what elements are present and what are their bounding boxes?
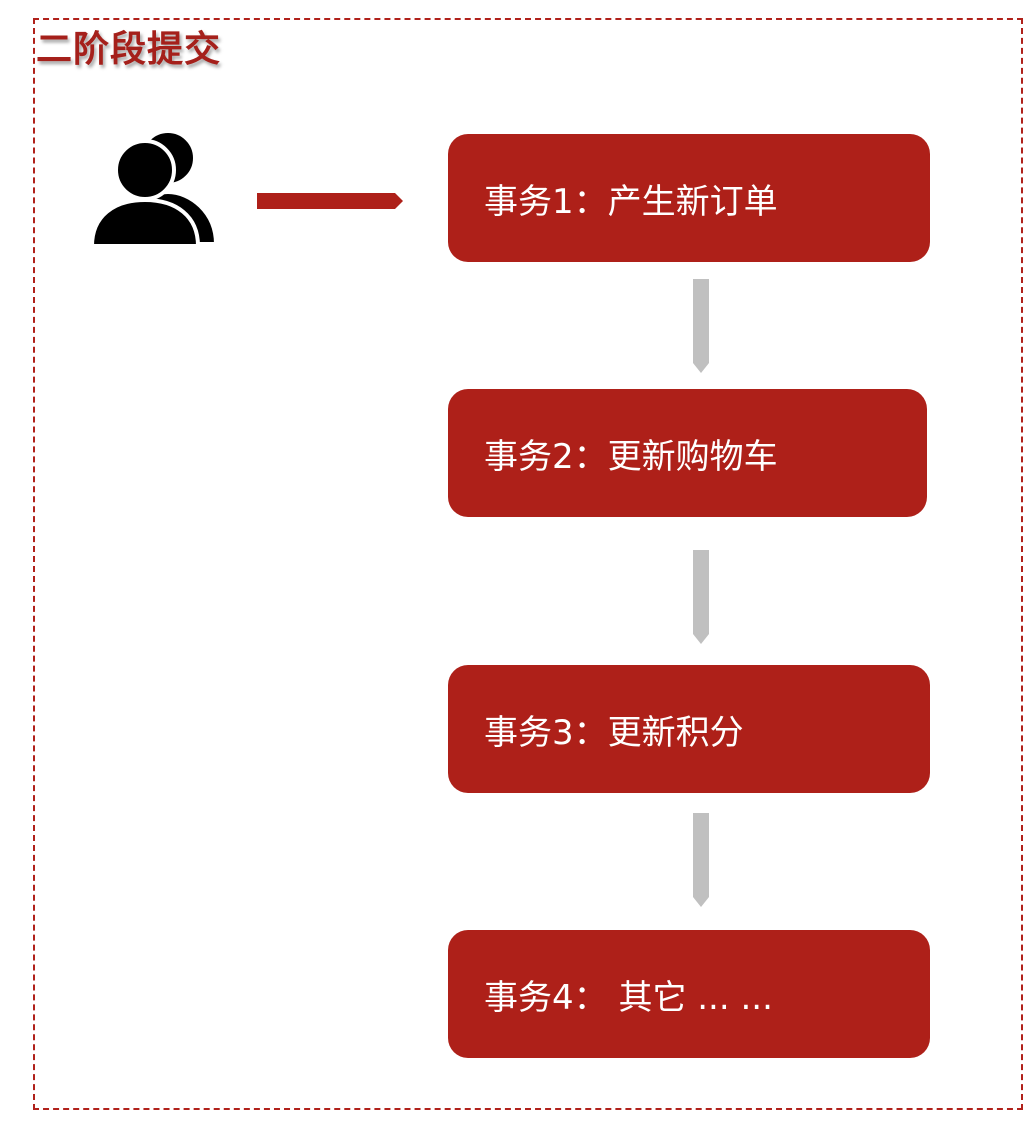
step-label-1: 事务1：产生新订单 — [484, 181, 778, 222]
front-person-shape — [90, 139, 201, 248]
step-label-2: 事务2：更新购物车 — [484, 436, 778, 477]
step-box-4: 事务4： 其它 ... ... — [448, 930, 930, 1058]
step-box-3: 事务3：更新积分 — [448, 665, 930, 793]
diagram-title: 二阶段提交 — [36, 29, 222, 70]
step-box-2: 事务2：更新购物车 — [448, 389, 927, 517]
diagram-frame — [33, 18, 1023, 1110]
down-arrow-icon — [693, 550, 709, 644]
right-arrow-icon — [257, 193, 403, 209]
users-icon — [90, 129, 219, 248]
down-arrow-icon — [693, 279, 709, 373]
step-label-3: 事务3：更新积分 — [484, 712, 744, 753]
step-box-1: 事务1：产生新订单 — [448, 134, 930, 262]
step-label-4: 事务4： 其它 ... ... — [484, 977, 773, 1018]
down-arrow-icon — [693, 813, 709, 907]
